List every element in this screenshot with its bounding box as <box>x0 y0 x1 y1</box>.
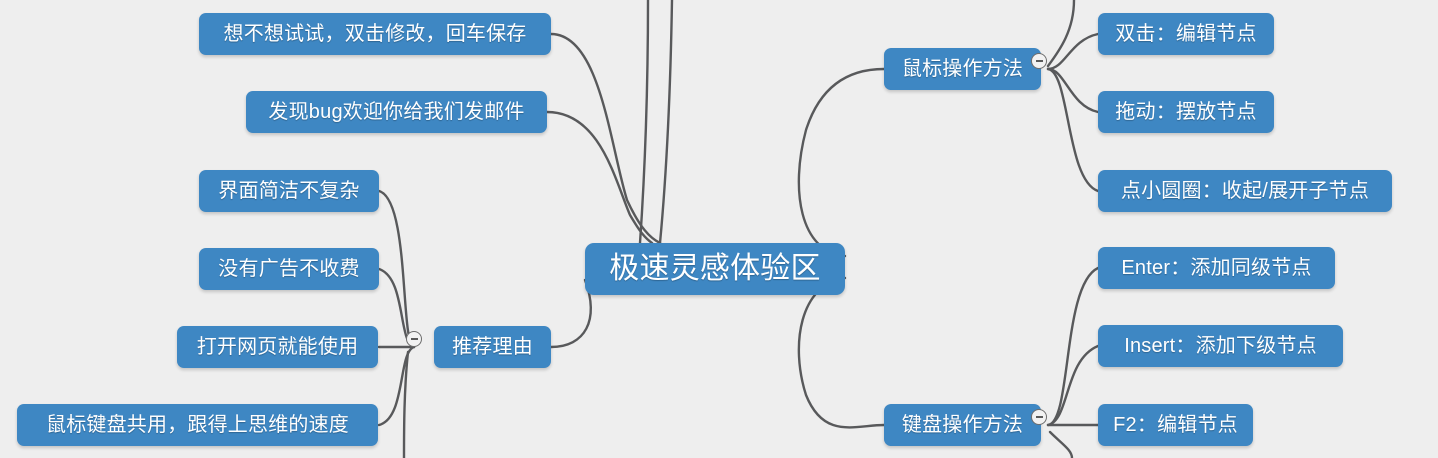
leaf-node-insert-key[interactable]: Insert：添加下级节点 <box>1098 325 1343 367</box>
leaf-node-mouse-keyboard[interactable]: 鼠标键盘共用，跟得上思维的速度 <box>17 404 378 446</box>
edge-root-upper-offscreen <box>658 0 674 245</box>
edge-keyboard-hub-offscreen-bottom <box>1048 430 1074 458</box>
edge-root-to-reasons <box>549 278 592 349</box>
edge-keyboard-to-child-2 <box>1046 344 1100 427</box>
leaf-node-circle-toggle-label: 点小圆圈：收起/展开子节点 <box>1120 180 1370 202</box>
edge-try-it-connector <box>549 32 662 245</box>
leaf-node-mouse-keyboard-label: 鼠标键盘共用，跟得上思维的速度 <box>46 414 349 436</box>
edge-root-upper-offscreen-2 <box>638 0 650 245</box>
edge-mouse-to-child-2 <box>1046 67 1100 114</box>
leaf-node-no-ads[interactable]: 没有广告不收费 <box>199 248 379 290</box>
collapse-toggle-mouse-ops[interactable] <box>1031 53 1047 69</box>
edge-report-bug-connector <box>545 110 654 245</box>
edge-reasons-hub-offscreen-bottom <box>402 350 410 458</box>
leaf-node-try-it[interactable]: 想不想试试，双击修改，回车保存 <box>199 13 551 55</box>
leaf-node-web-based[interactable]: 打开网页就能使用 <box>177 326 378 368</box>
root-node[interactable]: 极速灵感体验区 <box>585 243 845 295</box>
leaf-node-f2-key-label: F2：编辑节点 <box>1113 414 1238 436</box>
leaf-node-web-based-label: 打开网页就能使用 <box>196 336 359 358</box>
collapse-toggle-keyboard-ops[interactable] <box>1031 409 1047 425</box>
leaf-node-report-bug[interactable]: 发现bug欢迎你给我们发邮件 <box>246 91 547 133</box>
edge-reasons-to-child-4 <box>377 345 416 427</box>
leaf-node-double-click-label: 双击：编辑节点 <box>1115 23 1257 45</box>
branch-node-mouse-ops-label: 鼠标操作方法 <box>901 58 1024 80</box>
leaf-node-no-ads-label: 没有广告不收费 <box>218 258 360 280</box>
edge-mouse-to-child-3 <box>1046 67 1100 193</box>
leaf-node-double-click[interactable]: 双击：编辑节点 <box>1098 13 1274 55</box>
edge-reasons-to-child-1 <box>377 189 416 349</box>
leaf-node-try-it-label: 想不想试试，双击修改，回车保存 <box>223 23 527 45</box>
branch-node-keyboard-ops[interactable]: 键盘操作方法 <box>884 404 1041 446</box>
edge-keyboard-to-child-1 <box>1046 266 1100 427</box>
branch-node-reasons-label: 推荐理由 <box>452 336 533 358</box>
leaf-node-enter-key[interactable]: Enter：添加同级节点 <box>1098 247 1335 289</box>
branch-node-mouse-ops[interactable]: 鼠标操作方法 <box>884 48 1041 90</box>
branch-node-reasons[interactable]: 推荐理由 <box>434 326 551 368</box>
leaf-node-report-bug-label: 发现bug欢迎你给我们发邮件 <box>268 101 525 123</box>
leaf-node-insert-key-label: Insert：添加下级节点 <box>1124 335 1317 357</box>
root-node-label: 极速灵感体验区 <box>609 252 821 285</box>
leaf-node-drag[interactable]: 拖动：摆放节点 <box>1098 91 1274 133</box>
leaf-node-simple-ui[interactable]: 界面简洁不复杂 <box>199 170 379 212</box>
edge-root-to-keyboard-ops <box>797 276 886 429</box>
leaf-node-circle-toggle[interactable]: 点小圆圈：收起/展开子节点 <box>1098 170 1392 212</box>
leaf-node-f2-key[interactable]: F2：编辑节点 <box>1098 404 1253 446</box>
branch-node-keyboard-ops-label: 键盘操作方法 <box>901 414 1024 436</box>
leaf-node-enter-key-label: Enter：添加同级节点 <box>1121 257 1312 279</box>
edge-mouse-to-child-1 <box>1046 32 1100 71</box>
leaf-node-simple-ui-label: 界面简洁不复杂 <box>218 180 360 202</box>
leaf-node-drag-label: 拖动：摆放节点 <box>1115 101 1257 123</box>
edge-root-to-mouse-ops <box>797 67 886 258</box>
edge-mouse-hub-offscreen-top <box>1046 0 1076 68</box>
collapse-toggle-reasons[interactable] <box>406 331 422 347</box>
